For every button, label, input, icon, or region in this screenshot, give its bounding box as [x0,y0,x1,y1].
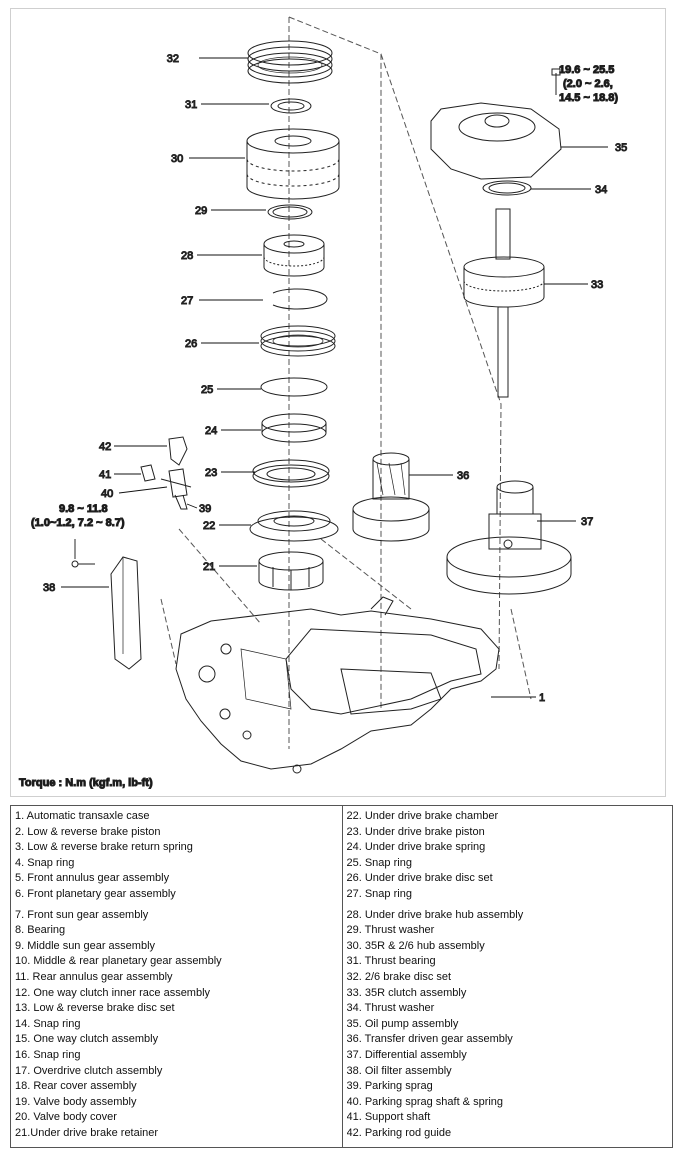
legend-item: 6. Front planetary gear assembly [15,887,176,900]
legend-item: 9. Middle sun gear assembly [15,939,156,952]
legend-item: 31. Thrust bearing [346,955,436,968]
part-38-oil-filter [71,556,142,670]
part-37-differential [446,480,572,595]
callout-41: 41 [99,469,111,481]
legend-item: 19. Valve body assembly [15,1095,137,1108]
part-22-brake-chamber [249,510,339,542]
callout-26: 26 [185,338,197,350]
legend-item: 22. Under drive brake chamber [346,810,499,822]
part-23-brake-piston [252,459,330,488]
legend-item: 21.Under drive brake retainer [15,1126,159,1139]
legend-item: 30. 35R & 2/6 hub assembly [346,939,485,952]
callout-38: 38 [43,582,55,594]
legend-item: 7. Front sun gear assembly [15,908,149,921]
callout-24: 24 [205,425,217,437]
legend-item: 32. 2/6 brake disc set [346,970,452,983]
legend-item: 20. Valve body cover [15,1111,117,1124]
legend-item: 36. Transfer driven gear assembly [346,1033,513,1046]
callout-29: 29 [195,205,207,217]
part-26-disc-set [260,325,336,357]
legend-item: 33. 35R clutch assembly [346,986,467,999]
callout-25: 25 [201,384,213,396]
legend-item: 28. Under drive brake hub assembly [346,908,524,921]
part-34-thrust-washer [482,180,532,196]
legend-item: 1. Automatic transaxle case [15,810,150,822]
legend-item: 39. Parking sprag [346,1080,433,1093]
assembly-guide-lines [160,16,532,749]
transaxle-exploded-view: 32 31 30 29 28 27 26 25 24 23 22 21 42 4… [19,16,628,790]
legend-item: 23. Under drive brake piston [346,825,485,838]
legend-item: 42. Parking rod guide [346,1126,452,1139]
legend-item: 15. One way clutch assembly [15,1033,159,1046]
part-32-disc-set [247,40,333,84]
part-36-transfer-driven-gear [352,452,430,542]
legend-item: 29. Thrust washer [346,924,435,937]
legend-item: 34. Thrust washer [346,1002,435,1015]
legend-item: 37. Differential assembly [346,1048,467,1061]
torque-38-line2: (1.0~1.2, 7.2 ~ 8.7) [31,517,125,529]
part-35-oil-pump [430,68,562,180]
part-1-transaxle-case [175,596,500,774]
callout-35: 35 [615,142,627,154]
legend-item: 40. Parking sprag shaft & spring [346,1095,504,1108]
legend-item: 12. One way clutch inner race assembly [15,986,211,999]
legend-item: 18. Rear cover assembly [15,1080,137,1093]
callout-39: 39 [199,503,211,515]
callout-27: 27 [181,295,193,307]
callout-36: 36 [457,470,469,482]
legend-item: 41. Support shaft [346,1111,431,1124]
legend-item: 24. Under drive brake spring [346,841,486,854]
parts-legend-table: 1. Automatic transaxle case 2. Low & rev… [10,805,673,1148]
callout-34: 34 [595,184,607,196]
torque-35-line3: 14.5 ~ 18.8) [559,92,618,104]
part-33-clutch-assembly [463,208,545,398]
callout-42: 42 [99,441,111,453]
legend-item: 13. Low & reverse brake disc set [15,1002,175,1015]
callout-30: 30 [171,153,183,165]
legend-item: 10. Middle & rear planetary gear assembl… [15,955,222,968]
callout-32: 32 [167,53,179,65]
callout-33: 33 [591,279,603,291]
legend-item: 16. Snap ring [15,1048,81,1061]
part-25-snap-ring [260,377,328,397]
part-30-hub-assembly [246,128,340,200]
callout-28: 28 [181,250,193,262]
callout-31: 31 [185,99,197,111]
torque-35-line1: 19.6 ~ 25.5 [559,64,614,76]
callout-40: 40 [101,488,113,500]
part-31-thrust-bearing [270,98,312,114]
legend-item: 2. Low & reverse brake piston [15,825,161,838]
torque-35-line2: (2.0 ~ 2.6, [563,78,613,90]
part-29-thrust-washer [267,204,313,220]
legend-column-left: 1. Automatic transaxle case 2. Low & rev… [11,806,342,1147]
legend-item: 11. Rear annulus gear assembly [15,970,173,983]
legend-item: 25. Snap ring [346,856,412,869]
legend-item: 4. Snap ring [15,856,75,869]
legend-item: 27. Snap ring [346,887,412,900]
callout-21: 21 [203,561,215,573]
legend-item: 8. Bearing [15,924,66,937]
torque-38-line1: 9.8 ~ 11.8 [59,503,108,515]
part-28-brake-hub [263,234,325,277]
part-27-snap-ring [272,288,328,310]
torque-unit-label: Torque : N.m (kgf.m, lb-ft) [19,777,153,789]
legend-item: 3. Low & reverse brake return spring [15,841,193,854]
legend-item: 35. Oil pump assembly [346,1017,459,1030]
leader-lines [61,57,608,698]
exploded-view-diagram: 32 31 30 29 28 27 26 25 24 23 22 21 42 4… [10,8,666,797]
part-24-brake-spring [261,413,327,443]
callout-23: 23 [205,467,217,479]
callout-22: 22 [203,520,215,532]
legend-item: 17. Overdrive clutch assembly [15,1064,163,1077]
legend-item: 26. Under drive brake disc set [346,872,493,885]
parking-sprag-group [140,436,192,510]
callout-1: 1 [539,692,545,704]
part-21-brake-retainer [258,551,324,591]
callout-37: 37 [581,516,593,528]
legend-column-right: 22. Under drive brake chamber 23. Under … [341,806,673,1147]
legend-item: 38. Oil filter assembly [346,1064,452,1077]
legend-item: 5. Front annulus gear assembly [15,872,170,885]
legend-item: 14. Snap ring [15,1017,81,1030]
